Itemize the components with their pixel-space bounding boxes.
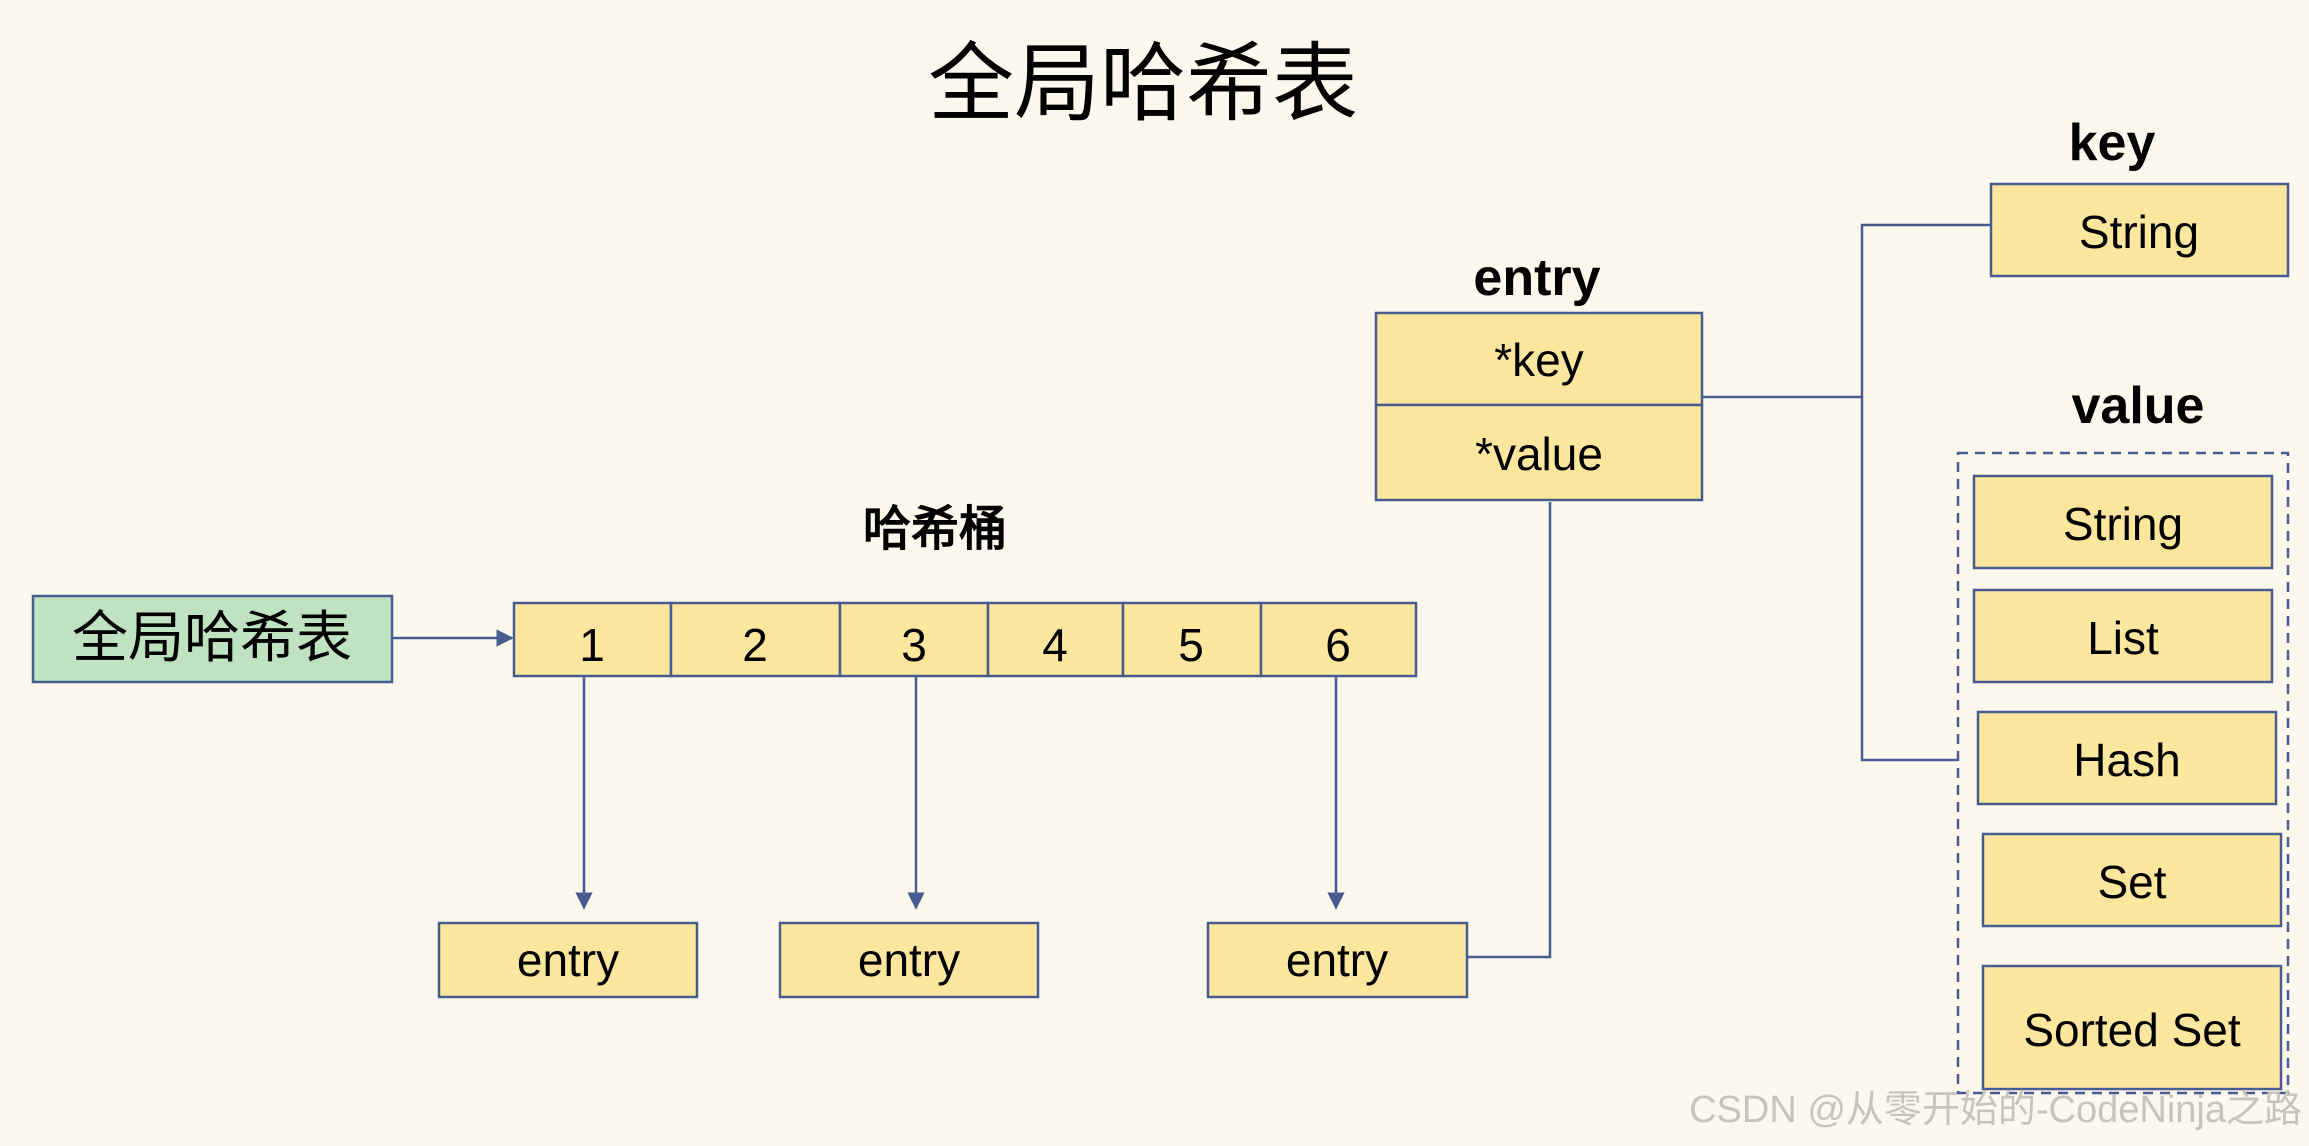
global-hash-table-label: 全局哈希表	[72, 606, 352, 671]
bucket-cell: 6	[1259, 601, 1418, 678]
bucket-title: 哈希桶	[863, 501, 1007, 557]
value-type-label: Set	[2097, 856, 2166, 908]
bucket-label: 4	[1042, 619, 1068, 671]
bucket-cell: 3	[838, 601, 990, 678]
entry-to-struct-connector	[1467, 502, 1552, 959]
bucket-entry-label: entry	[858, 934, 960, 986]
bucket-entry-label: entry	[517, 934, 619, 986]
bucket-entry: entry	[437, 921, 699, 999]
value-type-label: List	[2087, 612, 2159, 664]
bucket-label: 2	[742, 619, 768, 671]
value-type-label: Sorted Set	[2023, 1004, 2241, 1056]
bucket-label: 5	[1178, 619, 1204, 671]
csdn-watermark: CSDN @从零开始的-CodeNinja之路	[1689, 1089, 2302, 1131]
bucket-label: 3	[901, 619, 927, 671]
entry-value-field: *value	[1475, 428, 1603, 480]
diagram-title: 全局哈希表	[928, 34, 1358, 134]
bucket-cell: 1	[512, 601, 673, 678]
bucket-row: 1 2 3 4 5 6	[512, 601, 1418, 678]
entry-struct-title: entry	[1473, 249, 1600, 307]
key-type-box: String	[1989, 182, 2290, 278]
value-type-label: String	[2063, 498, 2183, 550]
value-type-box: List	[1972, 588, 2274, 684]
bucket-cell: 5	[1121, 601, 1263, 678]
bucket-label: 6	[1325, 619, 1351, 671]
bucket-entry-label: entry	[1286, 934, 1388, 986]
value-type-box: Hash	[1976, 710, 2278, 806]
bucket-cell: 4	[986, 601, 1125, 678]
value-types-dashed-group	[1956, 451, 2290, 1095]
value-type-box: Set	[1981, 832, 2283, 928]
bucket-entry: entry	[1206, 921, 1469, 999]
global-hash-table-node: 全局哈希表	[31, 594, 394, 684]
bucket-cell: 2	[669, 601, 842, 678]
entry-key-field: *key	[1494, 334, 1583, 386]
value-type-label: Hash	[2073, 734, 2180, 786]
value-group-title: value	[2072, 377, 2205, 435]
bucket-entry: entry	[778, 921, 1040, 999]
entry-struct: *key *value	[1374, 311, 1704, 502]
key-group-title: key	[2069, 114, 2156, 172]
value-type-box: String	[1972, 474, 2274, 570]
key-value-bracket	[1860, 223, 1991, 762]
key-type-label: String	[2079, 206, 2199, 258]
bucket-label: 1	[579, 619, 605, 671]
value-type-box: Sorted Set	[1981, 964, 2283, 1091]
